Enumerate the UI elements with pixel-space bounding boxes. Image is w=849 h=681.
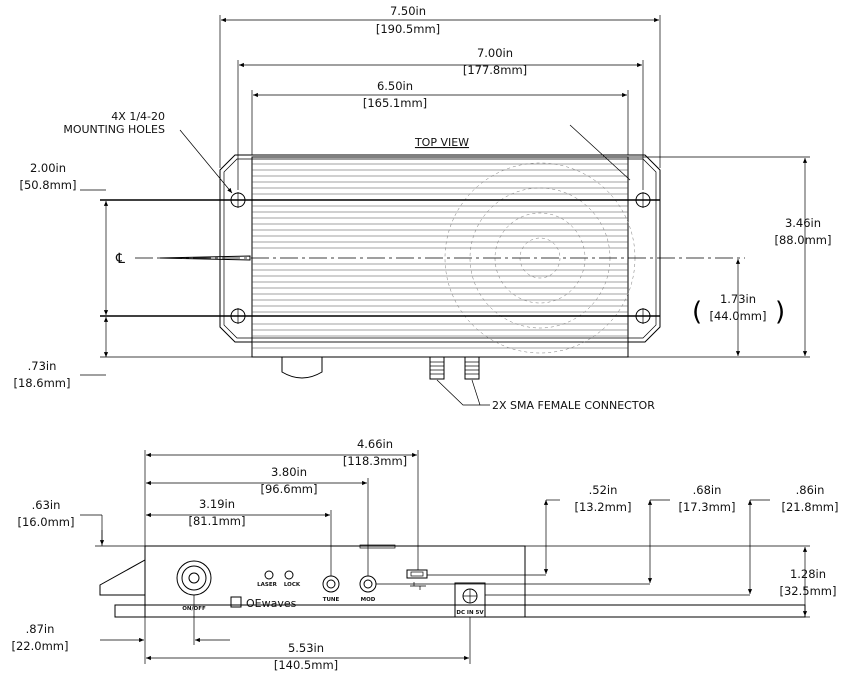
dim-switch-offset: .87in xyxy=(26,622,55,636)
mod-connector xyxy=(359,575,377,593)
dim-hole-spacing-height: 2.00in xyxy=(30,161,66,175)
sma-note: 2X SMA FEMALE CONNECTOR xyxy=(492,399,655,412)
dim-dc-position-mm: [140.5mm] xyxy=(274,658,338,672)
dc-label: DC IN 5V xyxy=(456,610,484,616)
front-view: OEwaves ON/OFF LASER LOCK TUNE MOD DC IN… xyxy=(12,437,839,672)
mounting-hole xyxy=(635,192,651,208)
dim-usb-height-mm: [13.2mm] xyxy=(575,500,632,514)
dim-overall-width-mm: [190.5mm] xyxy=(376,22,440,36)
dim-tune-position: 3.19in xyxy=(199,497,235,511)
dim-top-offset-mm: [16.0mm] xyxy=(18,515,75,529)
laser-led xyxy=(264,570,274,580)
centerline-stub xyxy=(159,255,251,261)
dim-centerline-height: 1.73in xyxy=(720,292,756,306)
sma-connector xyxy=(429,356,445,380)
dim-top-offset: .63in xyxy=(32,498,61,512)
heatsink-body xyxy=(251,156,629,358)
dim-usb-height: .52in xyxy=(589,483,618,497)
view-title: TOP VIEW xyxy=(414,136,469,149)
dim-body-width-mm: [165.1mm] xyxy=(363,96,427,110)
centerline-symbol: ℄ xyxy=(115,251,125,267)
paren-right: ) xyxy=(775,297,785,327)
dim-front-height-mm: [32.5mm] xyxy=(780,584,837,598)
mounting-hole xyxy=(230,192,246,208)
flange-inner-line xyxy=(223,158,657,339)
mounting-hole xyxy=(635,308,651,324)
sma-leader xyxy=(436,379,490,406)
dim-overall-height-mm: [88.0mm] xyxy=(775,233,832,247)
dim-body-width: 6.50in xyxy=(377,79,413,93)
power-switch xyxy=(176,560,212,596)
switch-knob xyxy=(281,357,323,379)
tune-label: TUNE xyxy=(323,597,340,603)
front-handle xyxy=(99,559,146,596)
dim-overall-height: 3.46in xyxy=(785,216,821,230)
lock-led xyxy=(284,570,294,580)
dim-overall-width: 7.50in xyxy=(390,4,426,18)
dim-usb-position-mm: [118.3mm] xyxy=(343,454,407,468)
dim-front-height: 1.28in xyxy=(790,567,826,581)
dim-dc-height-mm: [21.8mm] xyxy=(782,500,839,514)
dim-hole-offset: .73in xyxy=(28,359,57,373)
usb-port xyxy=(406,569,428,590)
dim-mod-position-mm: [96.6mm] xyxy=(261,482,318,496)
dim-mod-height-mm: [17.3mm] xyxy=(679,500,736,514)
top-view: 7.50in [190.5mm] 7.00in [177.8mm] 6.50in… xyxy=(14,4,832,412)
dim-centerline-height-mm: [44.0mm] xyxy=(710,309,767,323)
dim-hole-spacing-width-mm: [177.8mm] xyxy=(463,63,527,77)
mounting-holes-note-2: MOUNTING HOLES xyxy=(63,123,165,136)
sma-connector xyxy=(464,356,480,380)
mounting-hole xyxy=(230,308,246,324)
dim-hole-spacing-height-mm: [50.8mm] xyxy=(20,178,77,192)
dim-hole-spacing-width: 7.00in xyxy=(477,46,513,60)
lock-label: LOCK xyxy=(284,582,301,588)
mounting-holes-note: 4X 1/4-20 xyxy=(111,110,165,123)
tune-connector xyxy=(322,575,340,593)
laser-label: LASER xyxy=(257,582,277,588)
dim-mod-position: 3.80in xyxy=(271,465,307,479)
brand-logo: OEwaves xyxy=(246,597,297,610)
dim-mod-height: .68in xyxy=(693,483,722,497)
paren-left: ( xyxy=(692,297,702,327)
dim-tune-position-mm: [81.1mm] xyxy=(189,514,246,528)
hole-leader xyxy=(179,129,233,194)
dim-hole-offset-mm: [18.6mm] xyxy=(14,376,71,390)
mod-label: MOD xyxy=(361,597,376,603)
dim-dc-position: 5.53in xyxy=(288,641,324,655)
dim-switch-offset-mm: [22.0mm] xyxy=(12,639,69,653)
flange-outline xyxy=(219,154,661,343)
dim-usb-position: 4.66in xyxy=(357,437,393,451)
dim-dc-height: .86in xyxy=(796,483,825,497)
heatsink-fins xyxy=(252,163,628,349)
